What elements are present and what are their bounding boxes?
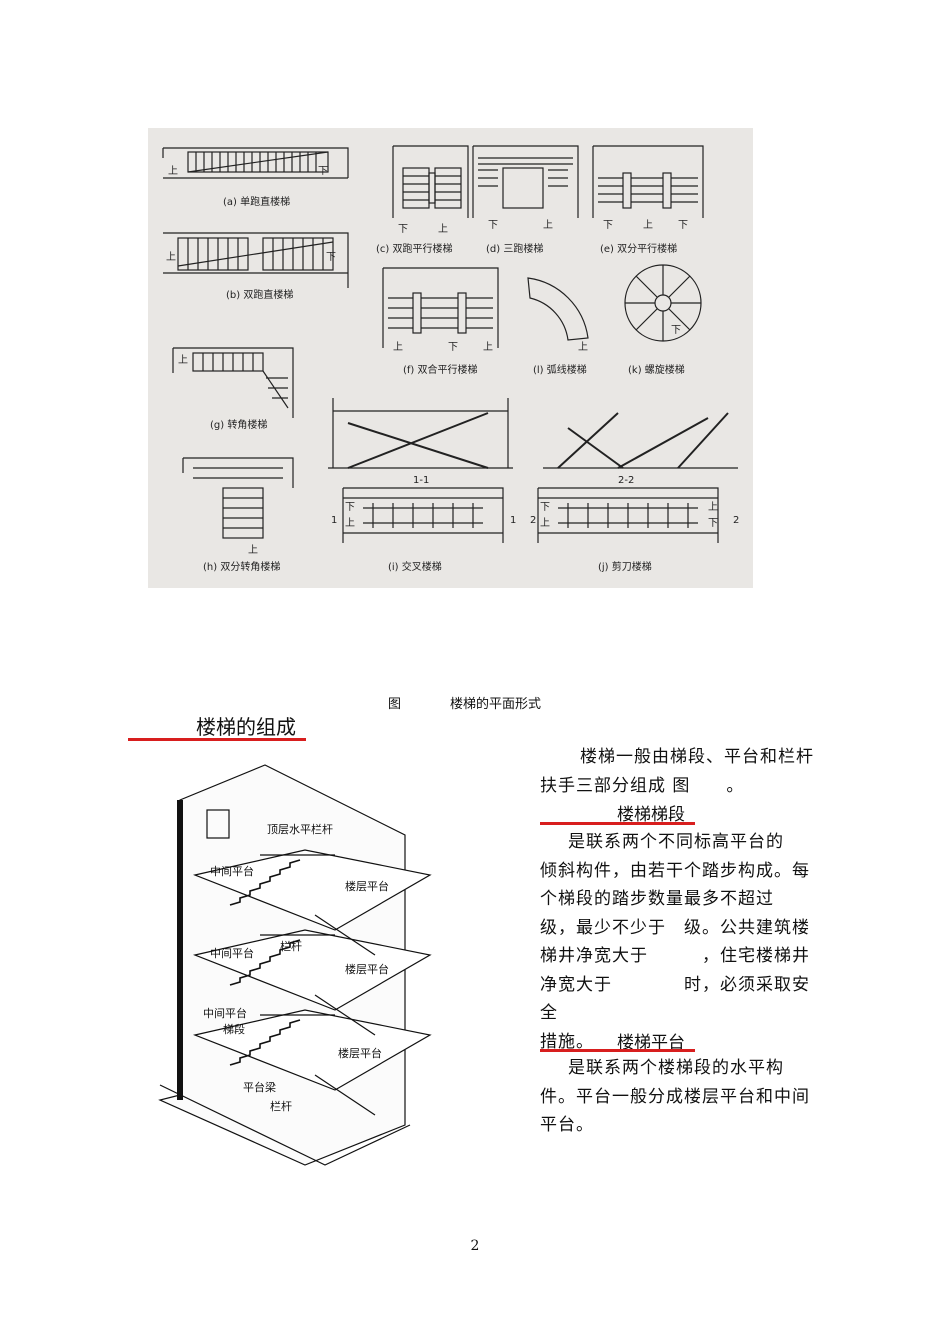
- caption-prefix: 图: [388, 697, 402, 712]
- subtitle-flight-underline: [540, 822, 695, 825]
- flight-paragraph: 是联系两个不同标高平台的 倾斜构件，由若干个踏步构成。每 个梯段的踏步数量最多不…: [540, 828, 825, 1056]
- flight-line-3: 个梯段的踏步数量最多不超过: [540, 889, 774, 909]
- svg-text:上: 上: [178, 354, 188, 366]
- label-l: (l) 弧线楼梯: [533, 363, 587, 376]
- label-c: (c) 双跑平行楼梯: [376, 242, 452, 255]
- svg-text:下: 下: [603, 220, 613, 231]
- up-label: 上: [168, 165, 178, 177]
- svg-text:下: 下: [398, 224, 408, 235]
- label-j: (j) 剪刀楼梯: [598, 560, 652, 573]
- label-top-rail: 顶层水平栏杆: [267, 822, 333, 836]
- label-mid-platform-2: 中间平台: [210, 946, 254, 960]
- section-title: 楼梯的组成: [196, 715, 296, 739]
- svg-text:上: 上: [345, 517, 355, 529]
- stair-plans-drawing: 上 下 上 下 下 上 下 上 下 上 下 上 下 上 上 下 上 上 下 上 …: [162, 145, 739, 573]
- svg-text:2: 2: [733, 515, 739, 526]
- svg-text:下: 下: [540, 502, 550, 513]
- subtitle-platform: 楼梯平台: [617, 1033, 685, 1053]
- flight-line-1: 是联系两个不同标高平台的: [568, 832, 784, 852]
- svg-text:上: 上: [708, 501, 718, 513]
- page-number: 2: [470, 1238, 480, 1254]
- svg-text:上: 上: [166, 251, 176, 263]
- label-i: (i) 交叉楼梯: [388, 560, 442, 573]
- flight-line-4: 级，最少不少于 级。公共建筑楼: [540, 917, 810, 938]
- platform-line-1: 是联系两个楼梯段的水平构: [568, 1058, 784, 1078]
- label-section-1: 1-1: [413, 475, 429, 486]
- svg-text:上: 上: [483, 341, 493, 353]
- platform-paragraph: 是联系两个楼梯段的水平构 件。平台一般分成楼层平台和中间 平台。: [540, 1054, 825, 1140]
- svg-text:上: 上: [248, 544, 258, 556]
- svg-text:下: 下: [488, 220, 498, 231]
- label-railing: 栏杆: [280, 939, 302, 953]
- platform-line-2: 件。平台一般分成楼层平台和中间: [540, 1086, 810, 1107]
- stair-composition-drawing: 顶层水平栏杆 中间平台 楼层平台 栏杆 中间平台 楼层平台 中间平台 梯段 楼层…: [158, 764, 432, 1166]
- flight-line-2: 倾斜构件，由若干个踏步构成。每: [540, 860, 810, 881]
- label-h: (h) 双分转角楼梯: [203, 560, 280, 573]
- subtitle-flight: 楼梯梯段: [617, 805, 685, 825]
- flight-line-5: 梯井净宽大于 ，住宅楼梯井: [540, 946, 810, 966]
- svg-text:上: 上: [543, 219, 553, 231]
- subtitle-platform-underline: [540, 1049, 695, 1052]
- cut-mark-1: 1: [331, 515, 337, 526]
- label-railing-2: 栏杆: [270, 1099, 292, 1113]
- label-floor-platform-3: 楼层平台: [338, 1046, 382, 1060]
- label-e: (e) 双分平行楼梯: [600, 242, 677, 255]
- label-mid-platform-3: 中间平台: [203, 1006, 247, 1020]
- label-floor-platform-2: 楼层平台: [345, 962, 389, 976]
- svg-text:上: 上: [578, 341, 588, 353]
- platform-line-3: 平台。: [540, 1115, 594, 1135]
- svg-text:下: 下: [678, 220, 688, 231]
- stair-composition-figure: 顶层水平栏杆 中间平台 楼层平台 栏杆 中间平台 楼层平台 中间平台 梯段 楼层…: [155, 755, 435, 1185]
- figure-caption: 楼梯的平面形式: [450, 697, 542, 712]
- label-floor-platform-1: 楼层平台: [345, 879, 389, 893]
- cut-mark-2: 2: [530, 515, 536, 526]
- label-section-2: 2-2: [618, 475, 634, 486]
- label-mid-platform-1: 中间平台: [210, 864, 254, 878]
- svg-text:上: 上: [393, 341, 403, 353]
- intro-line-1: 楼梯一般由梯段、平台和栏杆: [580, 747, 814, 767]
- flight-line-7: 措施。: [540, 1031, 594, 1052]
- down-label: 下: [318, 166, 328, 177]
- label-flight: 梯段: [223, 1022, 245, 1036]
- label-g: (g) 转角楼梯: [210, 418, 267, 431]
- label-b: (b) 双跑直楼梯: [226, 288, 293, 301]
- label-f: (f) 双合平行楼梯: [403, 363, 478, 376]
- flight-line-6: 净宽大于 时，必须采取安全: [540, 974, 810, 1024]
- svg-text:下: 下: [326, 252, 336, 263]
- intro-line-2: 扶手三部分组成 图 。: [540, 775, 745, 796]
- svg-text:上: 上: [540, 517, 550, 529]
- svg-text:上: 上: [438, 223, 448, 235]
- label-a: (a) 单跑直楼梯: [223, 195, 290, 208]
- svg-text:下: 下: [345, 502, 355, 513]
- label-d: (d) 三跑楼梯: [486, 242, 543, 255]
- label-k: (k) 螺旋楼梯: [628, 363, 685, 376]
- stair-plan-forms-figure: 上 下 上 下 下 上 下 上 下 上 下 上 下 上 上 下 上 上 下 上 …: [148, 128, 753, 588]
- svg-text:上: 上: [643, 219, 653, 231]
- intro-paragraph: 楼梯一般由梯段、平台和栏杆 扶手三部分组成 图 。: [540, 743, 825, 800]
- svg-text:下: 下: [448, 342, 458, 353]
- svg-text:下: 下: [708, 518, 718, 529]
- section-title-underline: [128, 738, 306, 741]
- svg-text:下: 下: [671, 325, 681, 336]
- label-platform-beam: 平台梁: [243, 1080, 276, 1094]
- svg-text:1: 1: [510, 515, 516, 526]
